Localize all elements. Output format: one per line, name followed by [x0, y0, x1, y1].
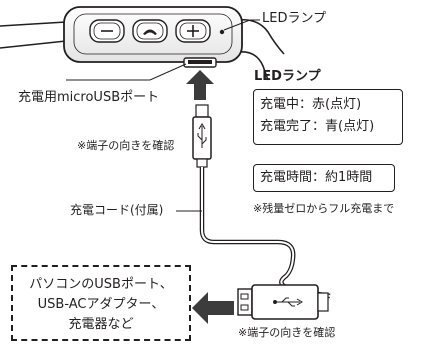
arrow-icon: [192, 292, 234, 324]
power-source-line2: USB-ACアダプター、: [37, 297, 165, 312]
led-section-title: LEDランプ: [254, 69, 321, 84]
charging-port-label: 充電用microUSBポート: [18, 90, 160, 105]
led-icon: [219, 29, 225, 35]
charge-time-text: 充電時間：約1時間: [260, 170, 373, 185]
plus-icon: [187, 25, 199, 37]
power-source-box: パソコンのUSBポート、 USB-ACアダプター、 充電器など: [11, 265, 191, 341]
charge-time-box: 充電時間：約1時間: [253, 164, 395, 192]
charge-time-note: ※残量ゼロからフル充電まで: [253, 202, 395, 215]
usb-icon: [273, 297, 303, 307]
microusb-plug: [192, 104, 212, 168]
led-charged-status: 充電完了：青(点灯): [260, 119, 375, 134]
led-lamp-callout: LEDランプ: [262, 11, 327, 26]
power-source-line3: 充電器など: [68, 317, 134, 332]
usb-a-plug: [237, 284, 329, 320]
port-leader-line: [66, 63, 187, 81]
microusb-port: [183, 57, 217, 68]
usb-icon: [197, 123, 207, 148]
check-orientation-note-top: ※端子の向きを確認: [77, 139, 175, 152]
charging-cord-label: 充電コード(付属): [70, 203, 164, 217]
phone-icon: [143, 29, 157, 35]
power-source-line1: パソコンのUSBポート、: [29, 277, 173, 292]
arrow-icon: [186, 70, 214, 100]
led-status-box: 充電中：赤(点灯) 充電完了：青(点灯): [253, 89, 403, 145]
check-orientation-note-bottom: ※端子の向きを確認: [238, 326, 336, 339]
led-leader-line: [223, 19, 260, 31]
led-charging-status: 充電中：赤(点灯): [260, 97, 362, 112]
